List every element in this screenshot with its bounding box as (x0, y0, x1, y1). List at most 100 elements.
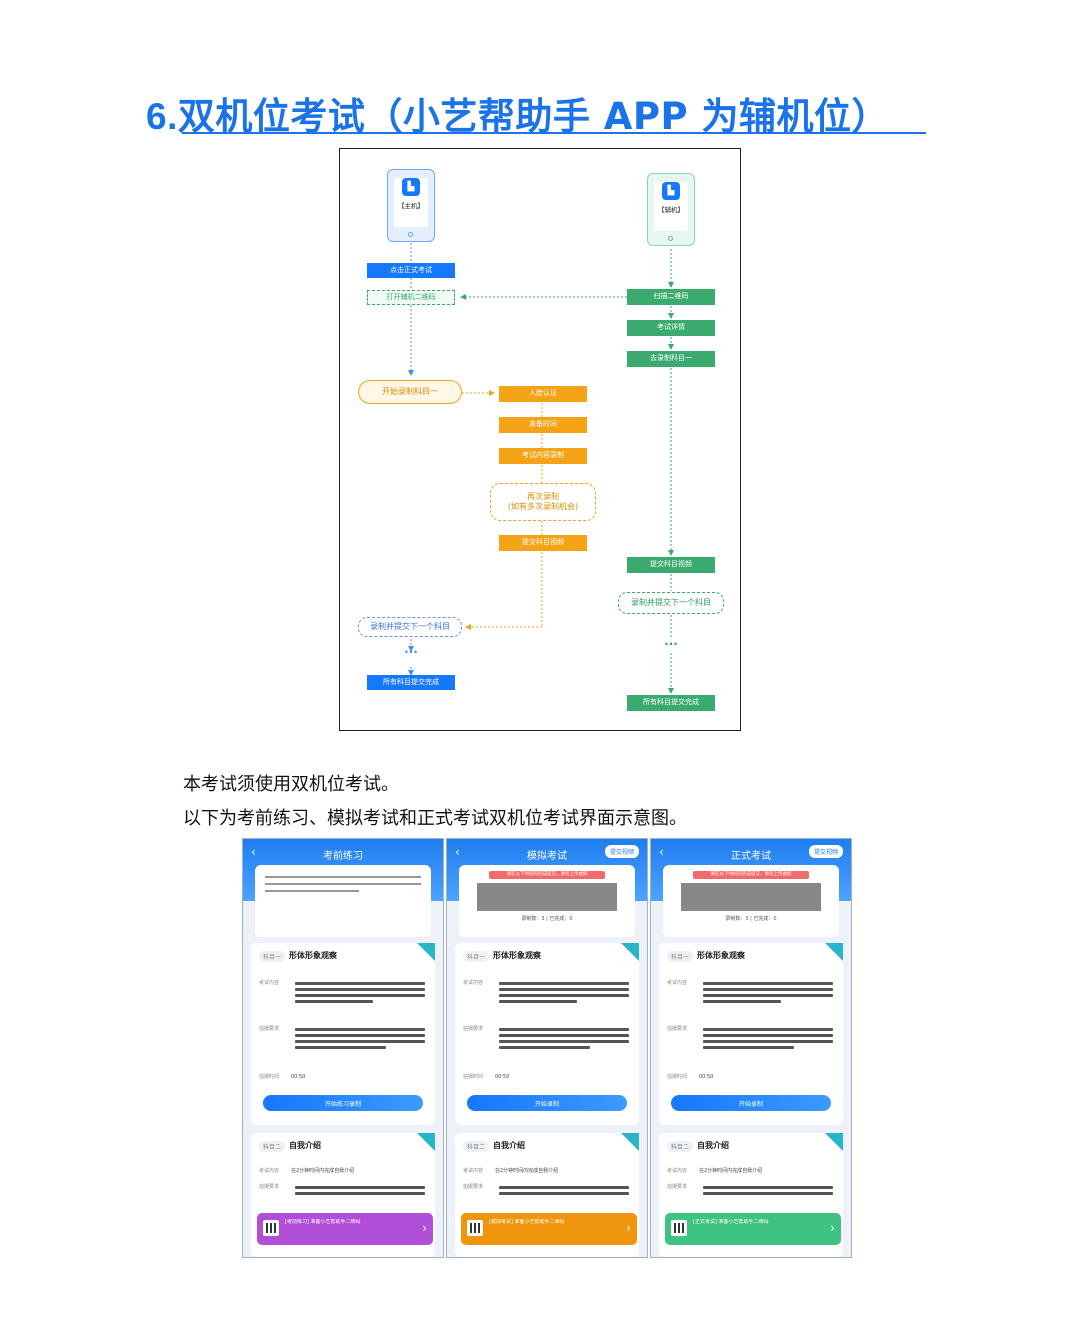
dual-camera-flowchart: ▙ 【主机】 ▙ 【辅机】 点击正式考试 打开辅机二维码 开始录制科目一 录制并… (339, 148, 741, 731)
require-text (499, 1183, 629, 1198)
main-phone-label: 【主机】 (398, 202, 424, 210)
chevron-right-icon: › (830, 1221, 835, 1235)
section-title: 双机位考试（小艺帮助手 APP 为辅机位） (177, 95, 889, 138)
back-icon[interactable]: ‹ (251, 845, 256, 859)
start-record-button[interactable]: 开始录制 (467, 1095, 627, 1111)
subject-tag: 科目二 (463, 1141, 490, 1152)
section-heading: 6.双机位考试（小艺帮助手 APP 为辅机位） (146, 86, 926, 138)
chevron-right-icon: › (626, 1221, 631, 1235)
content-value: 在2分钟时间内完成自我介绍 (699, 1168, 763, 1174)
time-value: 00:50 (699, 1074, 714, 1080)
preview-box (477, 883, 617, 911)
practice-notice (265, 871, 421, 897)
banner-text: [考前练习] 准备小艺帮助手二维码 (285, 1219, 361, 1225)
require-text (499, 1025, 629, 1052)
step-begin-record: 开始录制科目一 (358, 380, 462, 404)
time-value: 00:50 (495, 1074, 510, 1080)
step-prep-time: 准备时间 (499, 417, 587, 433)
step-all-done-main: 所有科目提交完成 (367, 675, 455, 690)
qr-banner[interactable]: [模拟考试] 准备小艺帮助手二维码 › (461, 1213, 637, 1245)
subject-tag: 科目一 (259, 951, 286, 962)
ellipsis-sub: ··· (664, 637, 678, 652)
banner-text: [正式考试] 准备小艺帮助手二维码 (693, 1219, 769, 1225)
field-label: 考试内容 (667, 980, 688, 986)
banner-text: [模拟考试] 准备小艺帮助手二维码 (489, 1219, 565, 1225)
back-icon[interactable]: ‹ (659, 845, 664, 859)
step-open-qr: 打开辅机二维码 (367, 290, 455, 305)
back-icon[interactable]: ‹ (455, 845, 460, 859)
qr-code-icon (263, 1220, 279, 1236)
subject-name: 自我介绍 (493, 1141, 525, 1150)
corner-badge-icon (417, 943, 435, 961)
qr-banner[interactable]: [考前练习] 准备小艺帮助手二维码 › (257, 1213, 433, 1245)
step-record-next-sub: 录制并提交下一个科目 (618, 592, 724, 614)
retry-note: (如有多次录制机会) (507, 502, 579, 511)
qr-code-icon (467, 1220, 483, 1236)
ellipsis-main: ··· (404, 645, 418, 660)
field-label: 考试内容 (259, 1168, 280, 1174)
step-retry-record: 再次录制 (如有多次录制机会) (490, 483, 596, 521)
step-record-next-main: 录制并提交下一个科目 (358, 617, 462, 637)
flow-connectors (408, 243, 674, 694)
step-record-content: 考试内容录制 (499, 448, 587, 464)
require-text (703, 1025, 833, 1052)
field-label: 拍摄要求 (463, 1026, 484, 1032)
exam-info-card: 请在以下时间内完成提交，请勿上传虚假 录制数：3 | 已完成：0 (663, 865, 839, 937)
exam-screen-3: ‹ 正式考试 提交视频 请在以下时间内完成提交，请勿上传虚假 录制数：3 | 已… (650, 838, 852, 1258)
field-label: 考试内容 (463, 980, 484, 986)
main-phone: ▙ 【主机】 (387, 169, 435, 242)
qr-code-icon (671, 1220, 687, 1236)
field-label: 拍摄要求 (667, 1184, 688, 1190)
step-submit-video-orange: 提交科目视频 (499, 535, 587, 551)
corner-badge-icon (621, 1133, 639, 1151)
subject-name: 形体形象观察 (289, 951, 337, 960)
subject-name: 自我介绍 (289, 1141, 321, 1150)
app-logo-icon: ▙ (402, 178, 420, 196)
corner-badge-icon (621, 943, 639, 961)
field-label: 考试内容 (259, 980, 280, 986)
subject-name: 形体形象观察 (493, 951, 541, 960)
field-label: 考试内容 (463, 1168, 484, 1174)
step-exam-detail: 考试详情 (627, 320, 715, 336)
step-start-exam: 点击正式考试 (367, 263, 455, 278)
screen-title: 正式考试 (731, 851, 771, 862)
upload-video-button[interactable]: 提交视频 (604, 845, 639, 858)
step-face-auth: 人脸认证 (499, 386, 587, 402)
subject-tag: 科目一 (463, 951, 490, 962)
exam-info-card: 请在以下时间内完成提交，请勿上传虚假 录制数：3 | 已完成：0 (459, 865, 635, 937)
step-submit-video-sub: 提交科目视频 (627, 557, 715, 573)
notice-bar: 请在以下时间内完成提交，请勿上传虚假 (693, 871, 809, 879)
record-counts: 录制数：3 | 已完成：0 (725, 916, 777, 922)
start-record-button[interactable]: 开始练习录制 (263, 1095, 423, 1111)
paragraph-2: 以下为考前练习、模拟考试和正式考试双机位考试界面示意图。 (183, 808, 687, 829)
start-record-button[interactable]: 开始录制 (671, 1095, 831, 1111)
field-label: 拍摄时间 (667, 1074, 688, 1080)
title-underline (182, 132, 926, 134)
content-text (703, 979, 833, 1006)
field-label: 拍摄时间 (463, 1074, 484, 1080)
step-goto-record: 去录制科目一 (627, 351, 715, 367)
field-label: 拍摄要求 (667, 1026, 688, 1032)
subject-tag: 科目二 (667, 1141, 694, 1152)
upload-video-button[interactable]: 提交视频 (808, 845, 843, 858)
subject-name: 形体形象观察 (697, 951, 745, 960)
home-button-icon (668, 236, 673, 241)
sub-phone: ▙ 【辅机】 (647, 173, 695, 246)
exam-info-card (255, 865, 431, 937)
retry-label: 再次录制 (527, 491, 559, 501)
corner-badge-icon (417, 1133, 435, 1151)
time-value: 00:50 (291, 1074, 306, 1080)
paragraph-1: 本考试须使用双机位考试。 (183, 774, 399, 795)
subject-tag: 科目二 (259, 1141, 286, 1152)
qr-banner[interactable]: [正式考试] 准备小艺帮助手二维码 › (665, 1213, 841, 1245)
subject-name: 自我介绍 (697, 1141, 729, 1150)
record-counts: 录制数：3 | 已完成：0 (521, 916, 573, 922)
corner-badge-icon (825, 943, 843, 961)
section-number: 6. (146, 96, 178, 137)
require-text (703, 1183, 833, 1198)
corner-badge-icon (825, 1133, 843, 1151)
require-text (295, 1183, 425, 1198)
